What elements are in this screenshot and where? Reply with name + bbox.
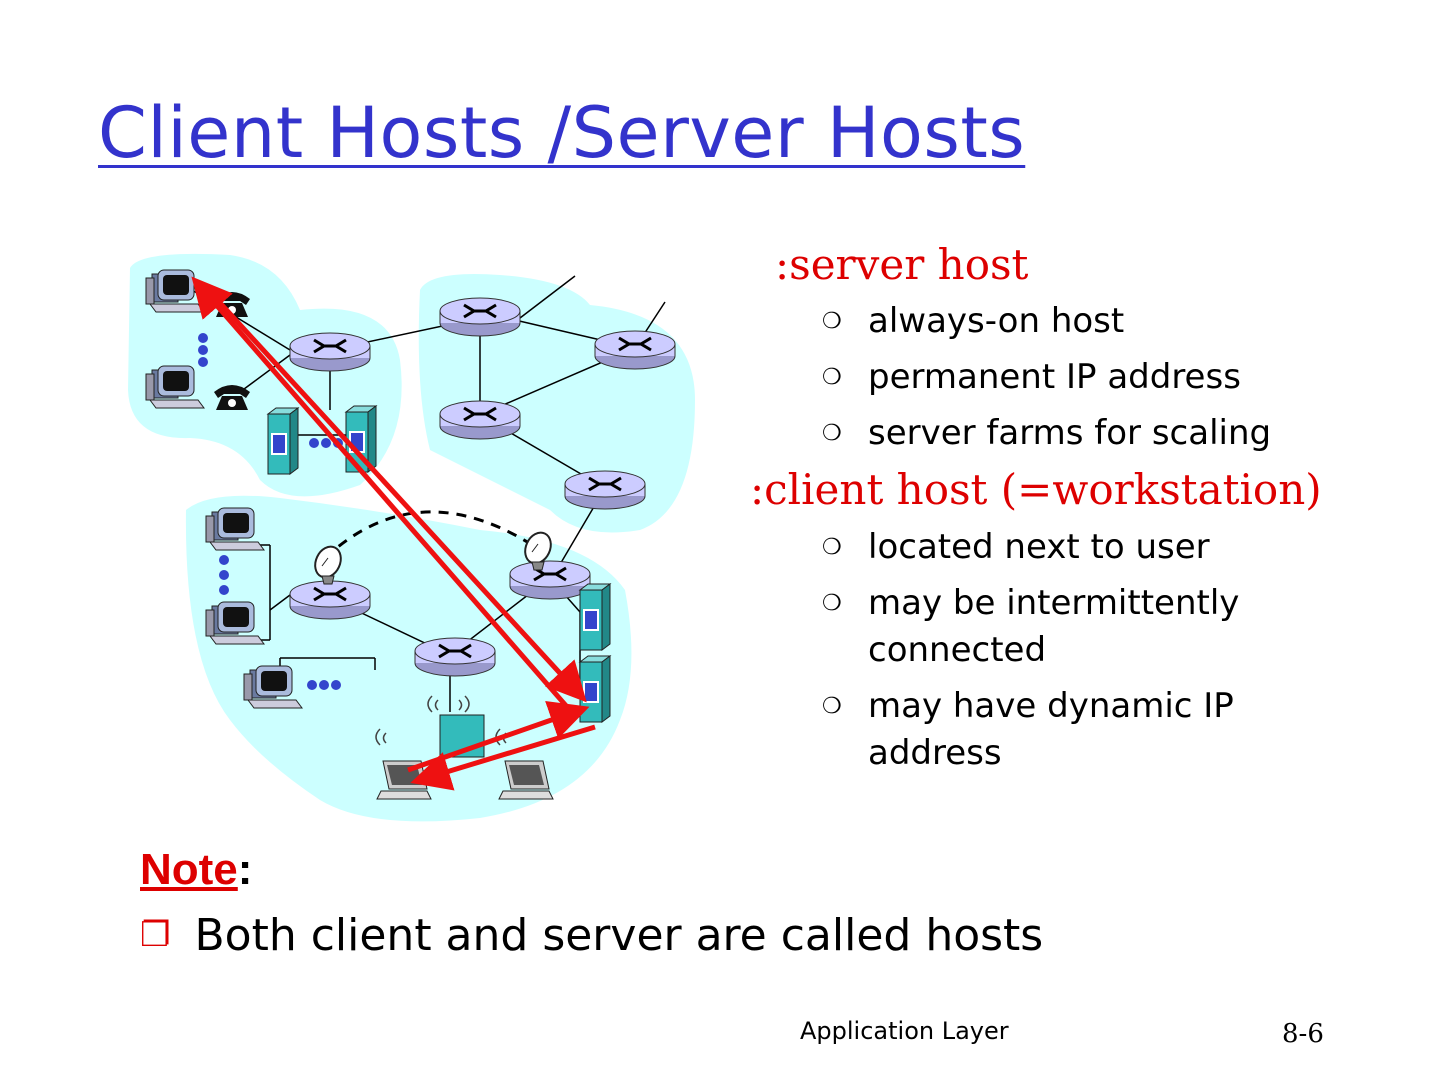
circle-bullet-icon: ❍ bbox=[822, 591, 842, 616]
slide-title: Client Hosts /Server Hosts bbox=[98, 92, 1026, 174]
server-host-heading: :server host bbox=[775, 240, 1029, 289]
list-item: ❍located next to user bbox=[822, 524, 1302, 571]
circle-bullet-icon: ❍ bbox=[822, 535, 842, 560]
client-host-heading: :client host (=workstation) bbox=[750, 465, 1322, 514]
client-host-list: ❍located next to user ❍may be intermitte… bbox=[822, 524, 1302, 786]
footer-section: Application Layer bbox=[800, 1017, 1009, 1045]
page-number: 8-6 bbox=[1282, 1019, 1324, 1049]
list-item: ❍may have dynamic IP address bbox=[822, 683, 1302, 777]
box-bullet-icon: ❐ bbox=[140, 915, 171, 955]
circle-bullet-icon: ❍ bbox=[822, 309, 842, 334]
circle-bullet-icon: ❍ bbox=[822, 421, 842, 446]
list-item: ❍always-on host bbox=[822, 298, 1271, 345]
list-item: ❍server farms for scaling bbox=[822, 410, 1271, 457]
server-host-list: ❍always-on host ❍permanent IP address ❍s… bbox=[822, 298, 1271, 466]
list-item: ❍permanent IP address bbox=[822, 354, 1271, 401]
circle-bullet-icon: ❍ bbox=[822, 694, 842, 719]
circle-bullet-icon: ❍ bbox=[822, 365, 842, 390]
network-diagram bbox=[128, 253, 695, 822]
list-item: ❍may be intermittently connected bbox=[822, 580, 1302, 674]
note-label: Note: bbox=[140, 845, 253, 894]
hosts-note-bullet: ❐Both client and server are called hosts bbox=[140, 910, 1044, 961]
